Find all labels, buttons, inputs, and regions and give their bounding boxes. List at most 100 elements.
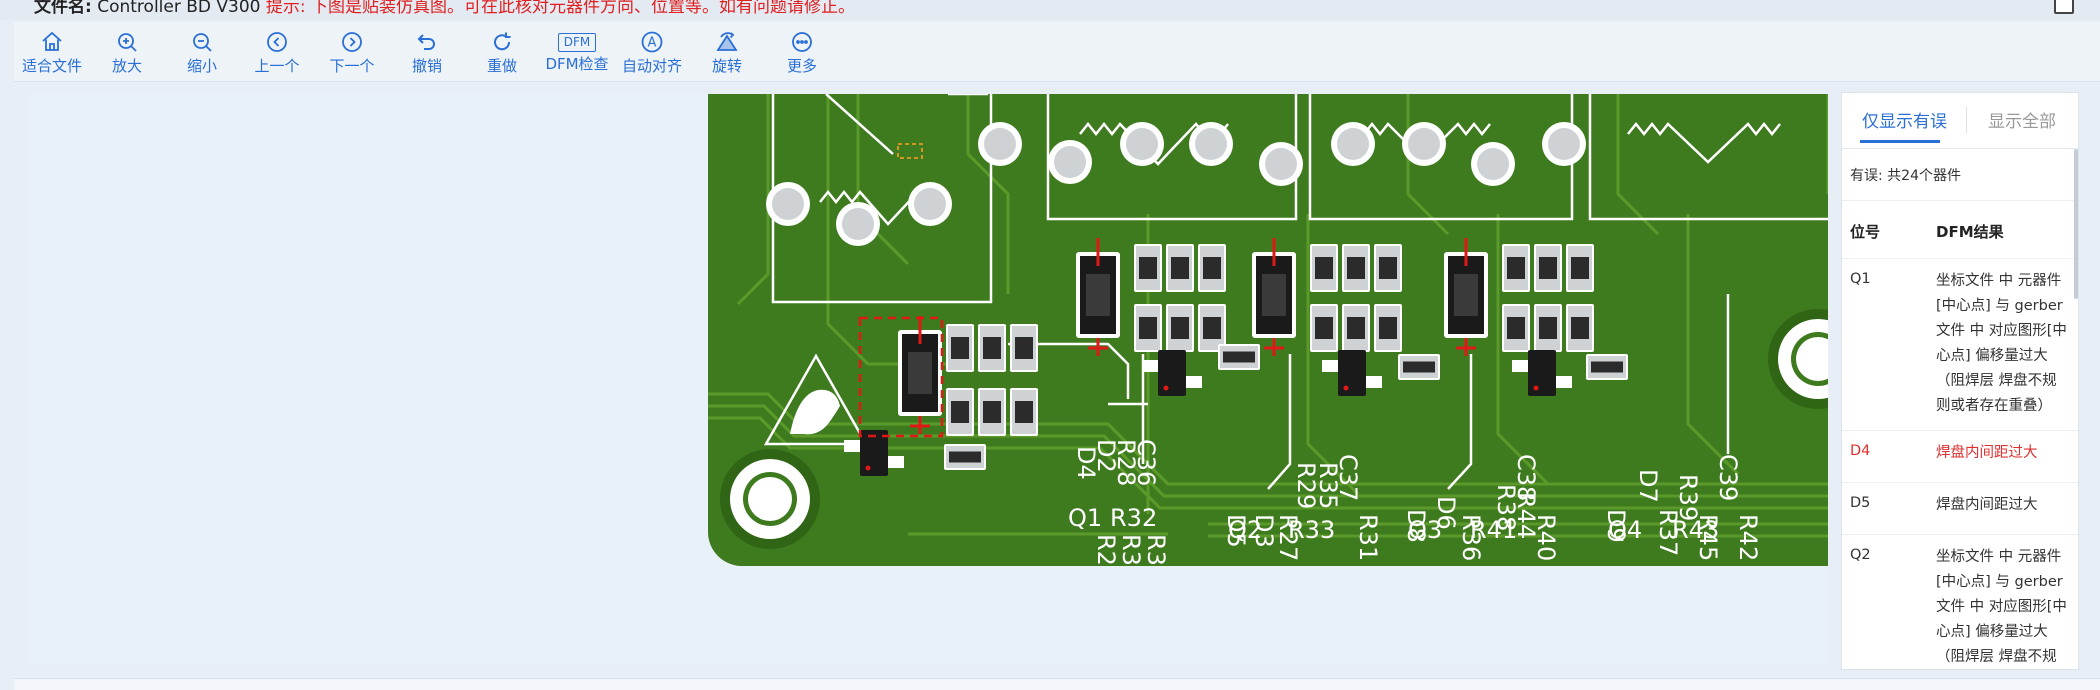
ref-label: R37 [1654,509,1682,556]
table-row[interactable]: D4 焊盘内间距过大 [1842,431,2078,483]
ref-label: D7 [1634,469,1662,503]
zoom-in-label: 放大 [111,57,142,75]
ref-label: R43 [1672,516,1719,544]
pad-center [984,128,1016,160]
rotate-icon [716,32,738,51]
ref-label: R29 [1292,462,1320,509]
resistor-body [1203,317,1221,339]
ref-label: D3 [1250,514,1278,548]
chevron-right-icon [342,32,362,52]
resistor-body [1015,337,1033,359]
prev-button[interactable]: 上一个 [241,30,313,80]
tab-show-all[interactable]: 显示全部 [1988,112,2056,132]
row-result: 焊盘内间距过大 [1936,445,2038,461]
auto-align-label: 自动对齐 [621,57,682,75]
rotate-button[interactable]: 旋转 [691,30,763,80]
fit-button[interactable]: 适合文件 [16,30,88,80]
undo-button[interactable]: 撤销 [391,30,463,80]
resistor-body [1379,257,1397,279]
pad-center [1265,148,1297,180]
zoom-in-button[interactable]: 放大 [91,30,163,80]
row-ref: Q2 [1850,547,1871,563]
resistor-body [1347,317,1365,339]
ref-label: D8 [1402,509,1430,543]
ref-label: D5 [1222,514,1250,548]
table-row[interactable]: Q1 坐标文件 中 元器件[中心点] 与 gerber 文件 中 对应图形[中心… [1842,259,2078,431]
pin1-mark [1343,385,1349,391]
dfm-results-panel: 仅显示有误 显示全部 有误: 共24个器件 位号 DFM结果 Q1 坐标文件 中… [1841,92,2079,670]
ref-label: C37 [1334,454,1362,501]
error-markers [858,143,944,438]
dfm-icon: DFM [558,33,596,52]
row-result: 坐标文件 中 元器件[中心点] 与 gerber 文件 中 对应图形[中心点] … [1936,549,2067,665]
diode-marking [1086,274,1110,316]
ref-label: Q3 [1408,516,1442,544]
ref-label: D9 [1602,509,1630,543]
tab-show-errors[interactable]: 仅显示有误 [1862,112,1947,132]
resistor-body [1507,257,1525,279]
pad-center [842,208,874,240]
ref-label: R36 [1457,514,1485,561]
more-label: 更多 [786,57,817,75]
ref-label: R27 [1274,514,1302,561]
transistor-body [1338,350,1366,396]
hint-text: 提示: 下图是贴装仿真图。可在此核对元器件方向、位置等。如有问题请修正。 [265,0,856,17]
pad-center [1126,128,1158,160]
column-ref: 位号 [1850,223,1881,241]
row-ref: D5 [1850,495,1871,511]
transistor-pad [888,456,904,468]
resistor-body [949,451,981,463]
ref-label: R34 [1117,534,1145,566]
ref-label: R41 [1470,516,1517,544]
undo-icon [417,34,435,50]
dfm-check-button[interactable]: DFM DFM检查 [541,30,613,80]
column-result: DFM结果 [1936,223,2004,241]
pad-center [1548,128,1580,160]
esd-hand-graphic [790,389,840,435]
zoom-in-icon [118,33,137,52]
redo-button[interactable]: 重做 [466,30,538,80]
resistor-body [1171,317,1189,339]
ref-label: D4 [1072,446,1100,480]
ref-label: D2 [1092,439,1120,473]
resistor-body [1571,317,1589,339]
auto-align-button[interactable]: A 自动对齐 [616,30,688,80]
transistor-pad [1142,360,1158,372]
transistor-body [1158,350,1186,396]
ref-label: Q1 [1068,504,1102,532]
transistor-pad [1512,360,1528,372]
ref-label: R33 [1288,516,1335,544]
panel-scrollbar[interactable] [2074,149,2078,299]
zoom-out-button[interactable]: 缩小 [166,30,238,80]
next-label: 下一个 [329,57,375,75]
diode-marking [1454,274,1478,316]
zoom-out-label: 缩小 [186,57,217,75]
pad-center [772,188,804,220]
next-button[interactable]: 下一个 [316,30,388,80]
resistor-body [1539,257,1557,279]
resistor-body [1315,257,1333,279]
tab-separator [1966,107,1967,133]
table-row[interactable]: Q2 坐标文件 中 元器件[中心点] 与 gerber 文件 中 对应图形[中心… [1842,535,2078,669]
resistor-body [983,401,1001,423]
filter-tabs: 仅显示有误 显示全部 [1842,93,2078,149]
resistor-body [1507,317,1525,339]
more-button[interactable]: 更多 [766,30,838,80]
results-table-header: 位号 DFM结果 [1842,201,2078,259]
resistor-body [1591,361,1623,373]
pin1-mark [1533,385,1539,391]
transistor-body [1528,350,1556,396]
resistor-body [1139,317,1157,339]
table-row[interactable]: D5 焊盘内间距过大 [1842,483,2078,535]
resistor-body [1139,257,1157,279]
ref-label: R38 [1492,484,1520,531]
components [844,238,1628,476]
pad-center [914,188,946,220]
transistor-pad [1556,376,1572,388]
row-ref: D4 [1850,443,1871,459]
maximize-icon[interactable] [2054,0,2074,14]
diode-marking [908,352,932,394]
